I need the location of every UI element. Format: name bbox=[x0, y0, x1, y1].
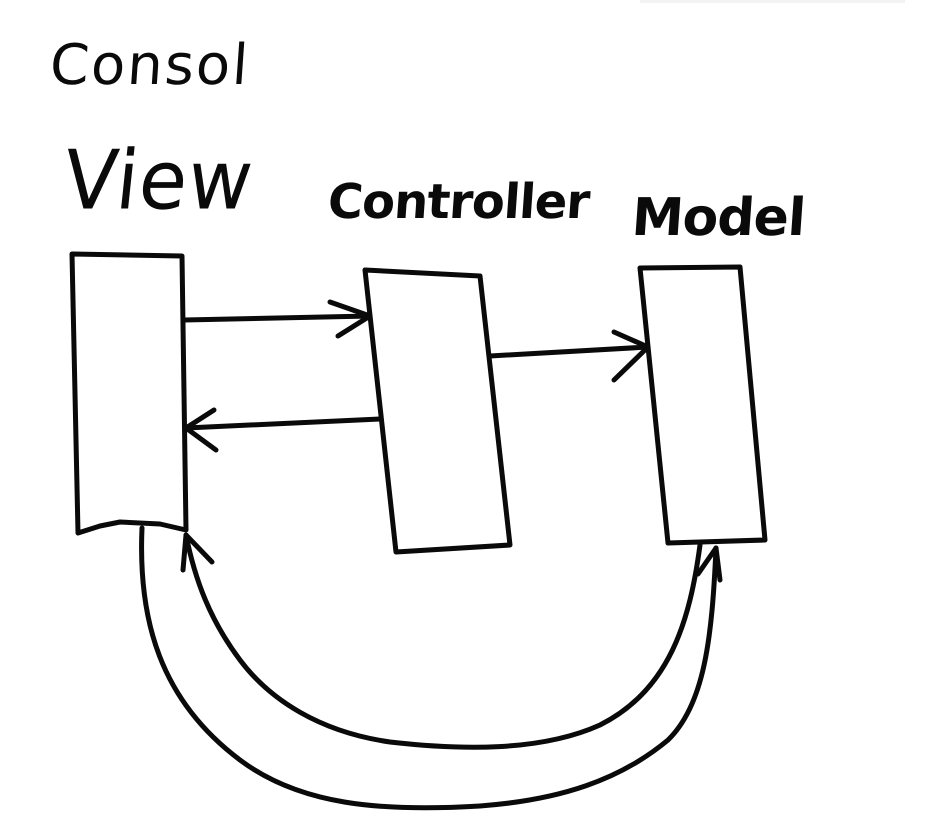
model-label: Model bbox=[629, 188, 807, 248]
arrowhead-view-to-model bbox=[695, 545, 723, 583]
controller-label: Controller bbox=[326, 174, 592, 230]
arrow-model-to-view bbox=[183, 532, 703, 750]
arrowhead-view-to-controller bbox=[327, 299, 373, 339]
arrowhead-controller-to-view bbox=[183, 407, 219, 453]
top-edge-bar bbox=[640, 0, 905, 3]
arrow-controller-to-model bbox=[487, 344, 651, 359]
view-box bbox=[69, 251, 189, 536]
diagram-title: Consol bbox=[47, 33, 253, 98]
view-label: View bbox=[59, 133, 259, 229]
model-box bbox=[637, 264, 768, 546]
arrowhead-model-to-view bbox=[180, 532, 215, 573]
controller-box bbox=[362, 267, 513, 555]
arrow-view-to-controller bbox=[181, 313, 373, 323]
arrow-view-to-model bbox=[139, 525, 719, 811]
arrowhead-controller-to-model bbox=[611, 329, 651, 383]
arrow-controller-to-view bbox=[183, 416, 383, 431]
